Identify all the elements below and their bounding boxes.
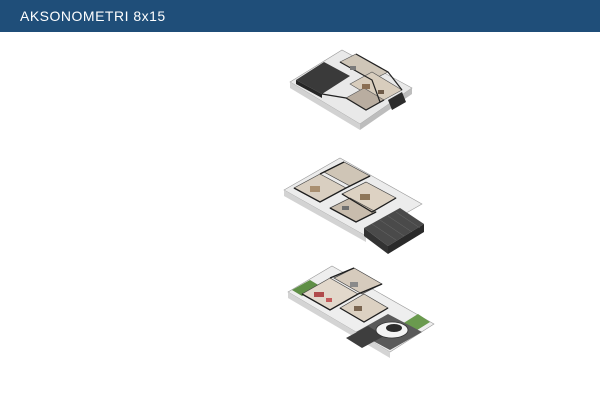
axonometric-plan-middle [280, 154, 426, 272]
page-title: AKSONOMETRI 8x15 [20, 8, 166, 24]
axonometric-plan-middle-illustration [283, 157, 424, 254]
title-bar: AKSONOMETRI 8x15 [0, 0, 600, 32]
axonometric-plan-top [284, 44, 416, 136]
axonometric-plan-bottom [284, 262, 436, 380]
axonometric-plan-bottom-illustration [287, 265, 435, 358]
axonometric-plan-top-illustration [289, 49, 413, 130]
